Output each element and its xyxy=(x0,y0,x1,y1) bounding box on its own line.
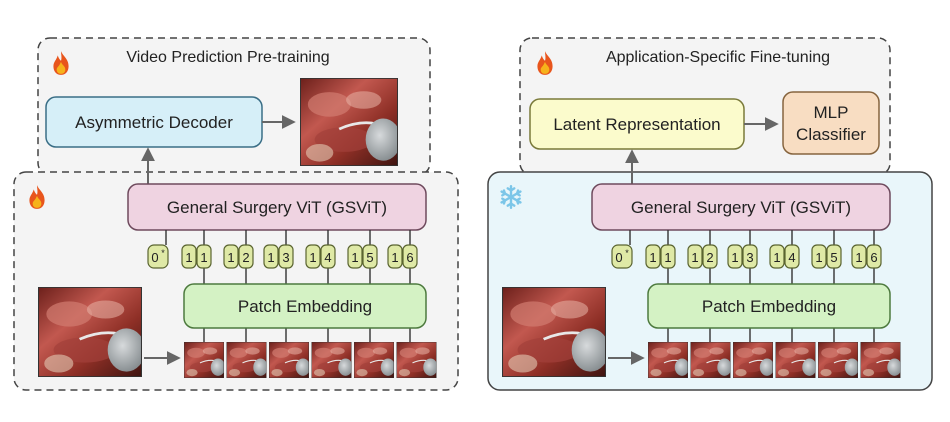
mlp-label-line1: MLP xyxy=(814,103,849,122)
finetuning-title: Application-Specific Fine-tuning xyxy=(606,49,830,66)
image-patch xyxy=(690,342,731,378)
right-panel: Application-Specific Fine-tuning Latent … xyxy=(487,37,933,391)
image-patch xyxy=(184,342,224,378)
token-embedding xyxy=(196,244,212,269)
token-label: 5 xyxy=(366,250,373,265)
input-frame-image xyxy=(502,287,606,377)
token-embedding xyxy=(784,244,800,269)
image-patch xyxy=(354,342,394,378)
token-label: 0 xyxy=(151,250,158,265)
token-label: 6 xyxy=(870,250,877,265)
token-index xyxy=(181,244,197,269)
left-panel: Video Prediction Pre-training Asymmetric… xyxy=(13,37,459,391)
token-index xyxy=(727,244,743,269)
mlp-classifier-box xyxy=(782,91,880,155)
token-index xyxy=(851,244,867,269)
token-label: 1 xyxy=(267,250,274,265)
token-embedding xyxy=(660,244,676,269)
token-embedding xyxy=(742,244,758,269)
token-label: 1 xyxy=(664,250,671,265)
token-label: 3 xyxy=(746,250,753,265)
gsvit-label-left: General Surgery ViT (GSViT) xyxy=(167,198,387,217)
token-embedding xyxy=(320,244,336,269)
image-patch xyxy=(311,342,352,378)
token-index xyxy=(305,244,321,269)
token-index xyxy=(387,244,403,269)
token-label: 1 xyxy=(691,250,698,265)
cls-token xyxy=(611,244,633,269)
patch-embedding-label-right: Patch Embedding xyxy=(702,297,836,316)
token-index xyxy=(769,244,785,269)
token-label: 1 xyxy=(855,250,862,265)
token-label: 1 xyxy=(815,250,822,265)
token-embedding xyxy=(362,244,378,269)
token-label: 1 xyxy=(773,250,780,265)
patch-embedding-box-right xyxy=(647,283,891,329)
token-label: 4 xyxy=(788,250,795,265)
token-embedding xyxy=(702,244,718,269)
token-label: 4 xyxy=(324,250,331,265)
pretraining-title: Video Prediction Pre-training xyxy=(126,49,329,66)
image-patch xyxy=(818,342,858,378)
token-star: * xyxy=(625,248,629,258)
mlp-label-line2: Classifier xyxy=(796,125,866,144)
token-index xyxy=(223,244,239,269)
token-index xyxy=(263,244,279,269)
image-patch xyxy=(733,342,773,378)
image-patch xyxy=(775,342,816,378)
token-label: 1 xyxy=(649,250,656,265)
image-patch xyxy=(396,342,437,378)
asymmetric-decoder-label: Asymmetric Decoder xyxy=(75,113,233,132)
token-label: 1 xyxy=(391,250,398,265)
token-embedding xyxy=(238,244,254,269)
token-index xyxy=(811,244,827,269)
token-label: 3 xyxy=(282,250,289,265)
token-label: 1 xyxy=(185,250,192,265)
gsvit-label-right: General Surgery ViT (GSViT) xyxy=(631,198,851,217)
token-label: 1 xyxy=(227,250,234,265)
token-label: 1 xyxy=(309,250,316,265)
gsvit-box-left xyxy=(127,183,427,231)
token-label: 1 xyxy=(351,250,358,265)
token-embedding xyxy=(826,244,842,269)
patch-embedding-box-left xyxy=(183,283,427,329)
token-star: * xyxy=(161,248,165,258)
predicted-frame-image xyxy=(300,78,398,166)
token-label: 1 xyxy=(731,250,738,265)
token-index xyxy=(687,244,703,269)
patch-embedding-label-left: Patch Embedding xyxy=(238,297,372,316)
token-label: 2 xyxy=(242,250,249,265)
cls-token xyxy=(147,244,169,269)
input-frame-image xyxy=(38,287,142,377)
token-label: 5 xyxy=(830,250,837,265)
image-patch xyxy=(226,342,267,378)
token-label: 1 xyxy=(200,250,207,265)
token-label: 6 xyxy=(406,250,413,265)
latent-representation-label: Latent Representation xyxy=(553,115,720,134)
token-embedding xyxy=(866,244,882,269)
token-embedding xyxy=(402,244,418,269)
token-embedding xyxy=(278,244,294,269)
image-patch xyxy=(860,342,901,378)
token-label: 0 xyxy=(615,250,622,265)
image-patch xyxy=(648,342,688,378)
gsvit-box-right xyxy=(591,183,891,231)
token-index xyxy=(645,244,661,269)
image-patch xyxy=(269,342,309,378)
token-label: 2 xyxy=(706,250,713,265)
token-index xyxy=(347,244,363,269)
